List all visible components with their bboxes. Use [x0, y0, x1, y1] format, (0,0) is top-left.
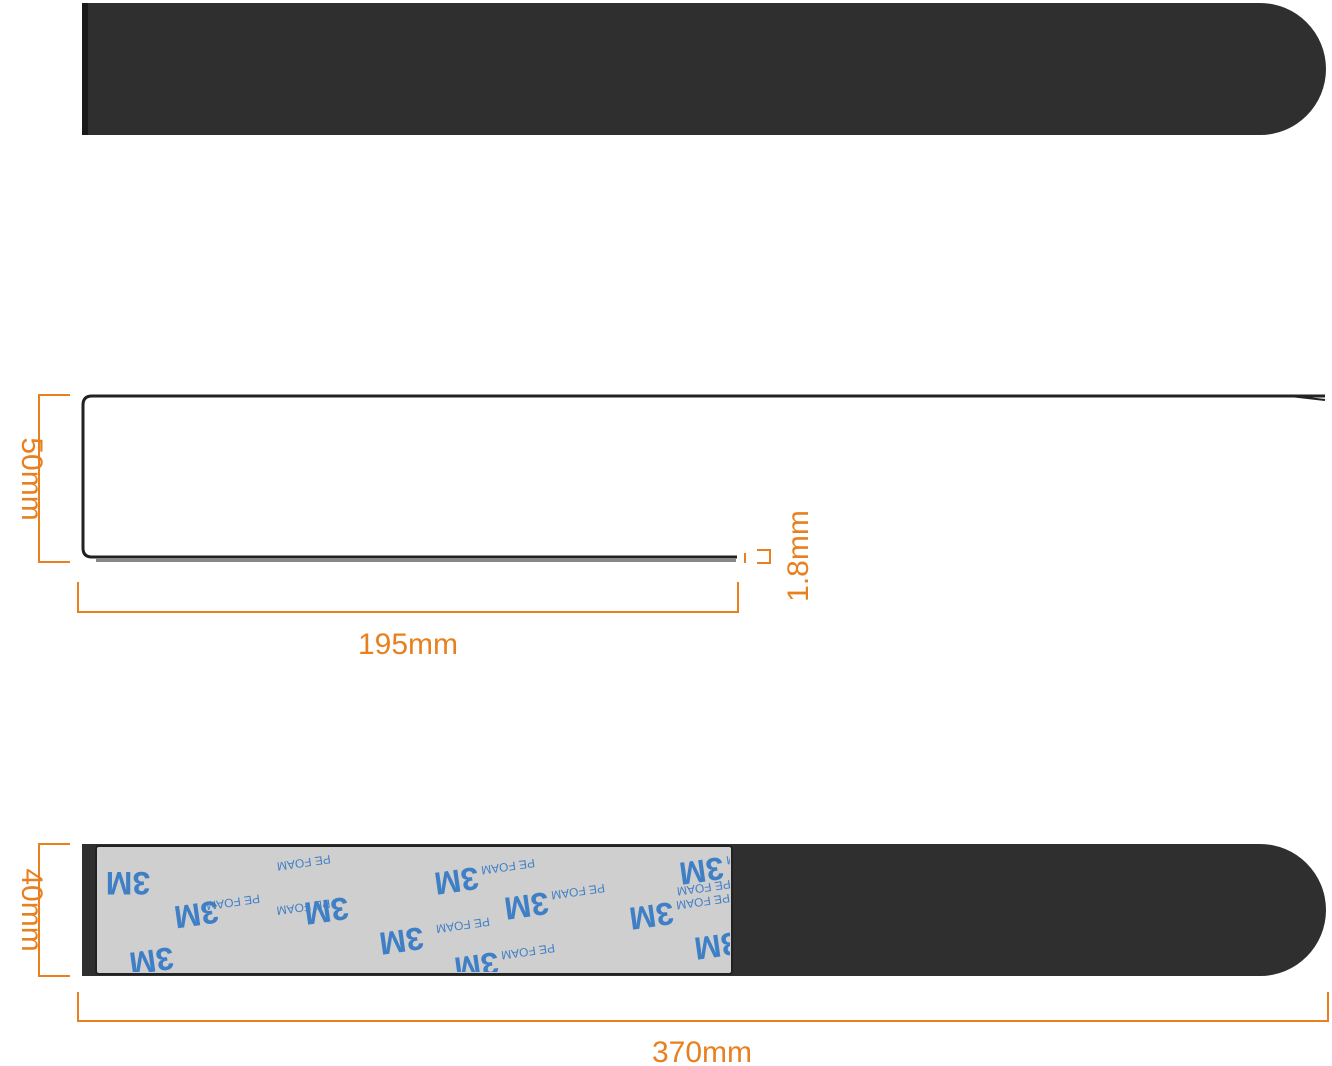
- total-length-dimension-lines: [77, 992, 1329, 1022]
- tape-product-text: PE FOAM: [725, 846, 780, 867]
- total-length-dimension-label: 370mm: [652, 1036, 752, 1066]
- tape-brand-text: 3M: [677, 850, 726, 892]
- tape-brand-text: 3M: [692, 925, 741, 967]
- length-side-dimension-label: 195mm: [358, 628, 458, 661]
- tape-brand-text: 3M: [172, 894, 221, 936]
- tape-brand-text: 3M: [127, 940, 176, 982]
- height-dimension-label: 50mm: [15, 437, 48, 520]
- width-dimension-label: 40mm: [15, 868, 48, 951]
- tape-brand-text: 3M: [627, 895, 676, 937]
- length-side-dimension-lines: [77, 582, 739, 613]
- tape-brand-text: 3M: [302, 890, 351, 932]
- width-dimension-lines: [38, 843, 70, 977]
- top-view-bar: [82, 3, 1326, 135]
- adhesive-tape: 3M 3M PE FOAM 3M PE FOAM 3M 3M PE FOAM P…: [95, 845, 780, 987]
- thickness-dimension-label: 1.8mm: [782, 510, 815, 602]
- tape-brand-text: 3M: [502, 885, 551, 927]
- tape-brand-text: 3M: [377, 920, 426, 962]
- side-view-profile: [81, 394, 1326, 559]
- tape-brand-text: 3M: [106, 865, 150, 901]
- side-view-tape-layer: [96, 558, 736, 562]
- tape-brand-text: 3M: [432, 860, 481, 902]
- height-dimension-lines: [38, 394, 70, 563]
- top-view-bar-edge: [82, 3, 88, 135]
- tape-brand-text: 3M: [452, 945, 501, 987]
- thickness-dimension-lines: [744, 549, 771, 564]
